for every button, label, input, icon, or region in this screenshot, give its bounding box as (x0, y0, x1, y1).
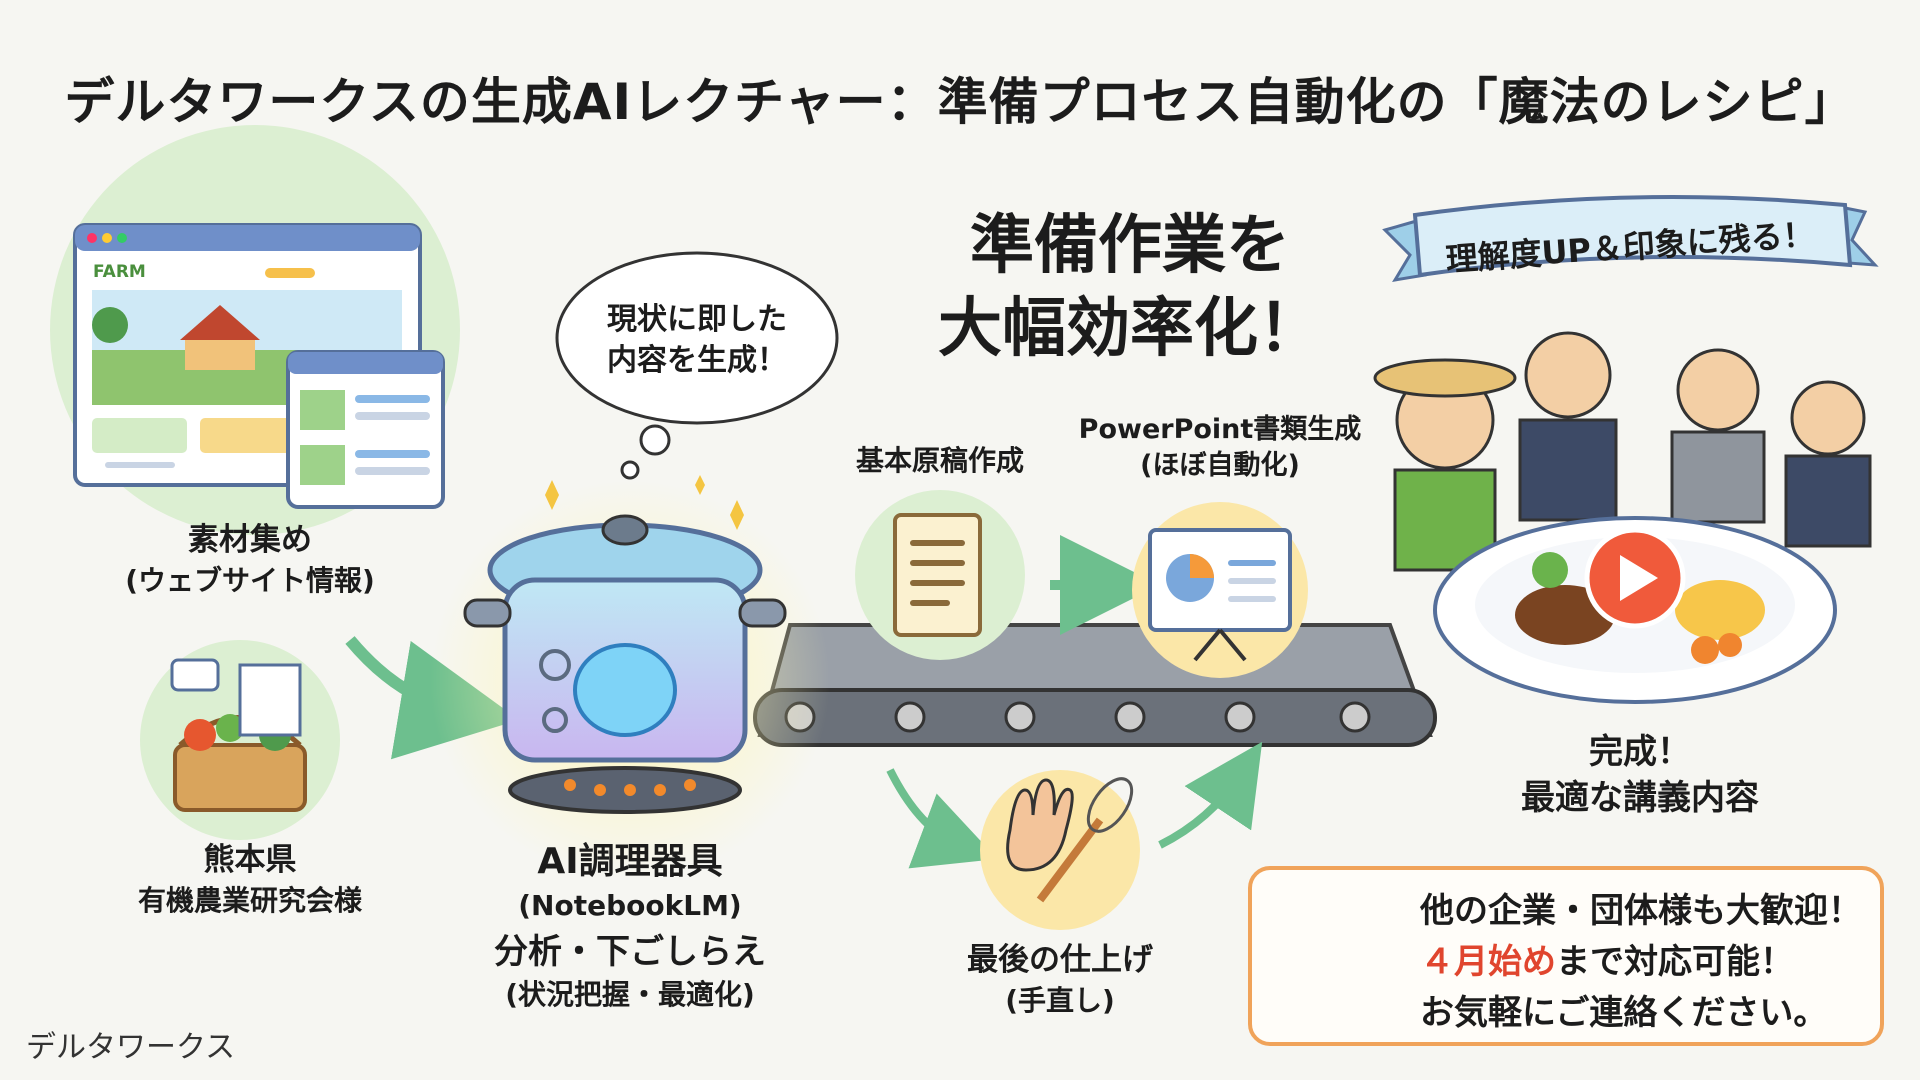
ppt-illustration (1132, 502, 1308, 678)
notice-welcome: 他の企業・団体様も大歓迎！ (1420, 891, 1862, 931)
arrow-from-finish (1158, 741, 1263, 849)
thought-bubble (555, 251, 839, 480)
client-prefecture: 熊本県 (203, 842, 297, 878)
headline: 準備作業を 大幅効率化！ (938, 209, 1322, 367)
draft-label: 基本原稿作成 (855, 444, 1024, 477)
audience-illustration (1373, 331, 1872, 572)
draft-scroll-illustration (855, 490, 1025, 660)
contact-notice-box (1248, 866, 1884, 1046)
conveyor-belt (753, 623, 1437, 747)
ppt-label: PowerPoint書類生成 (ほぼ自動化) (1078, 414, 1362, 482)
arrow-to-finish (886, 768, 998, 869)
result-label: 完成！ 最適な講義内容 (1521, 732, 1759, 818)
step-collect-sub: (ウェブサイト情報) (125, 563, 375, 597)
pot-action-sub: (状況把握・最適化) (505, 978, 755, 1012)
contact-notice-text: 他の企業・団体様も大歓迎！ ４月始めまで対応可能！ お気軽にご連絡ください。 (1420, 886, 1870, 1039)
pot-action: 分析・下ごしらえ (494, 932, 766, 973)
pot-title: AI調理器具 (537, 841, 723, 882)
finishing-tools-illustration (980, 770, 1140, 930)
step-collect-title: 素材集め (188, 522, 312, 558)
notice-availability: ４月始めまで対応可能！ (1420, 942, 1794, 982)
thought-text: 現状に即した 内容を生成！ (607, 302, 787, 378)
footer-brand: デルタワークス (26, 1030, 236, 1065)
browser-brand: FARM (93, 262, 146, 282)
pot-tool: (NotebookLM) (518, 888, 742, 922)
notice-deadline: ４月始め (1420, 942, 1556, 982)
client-label: 熊本県 有機農業研究会様 (80, 840, 420, 920)
ai-pot-illustration (430, 475, 830, 880)
client-org: 有機農業研究会様 (137, 883, 362, 917)
play-icon[interactable] (1584, 527, 1686, 629)
ribbon-banner (1382, 195, 1879, 283)
step-collect-label: 素材集め (ウェブサイト情報) (80, 520, 420, 600)
finish-label: 最後の仕上げ (手直し) (967, 942, 1153, 1017)
page-title: デルタワークスの生成AIレクチャー：準備プロセス自動化の「魔法のレシピ」 (64, 73, 1856, 131)
website-illustration (50, 125, 460, 535)
pot-label: AI調理器具 (NotebookLM) 分析・下ごしらえ (状況把握・最適化) (460, 838, 800, 1014)
notice-contact: お気軽にご連絡ください。 (1420, 993, 1828, 1033)
basket-illustration (140, 640, 340, 840)
